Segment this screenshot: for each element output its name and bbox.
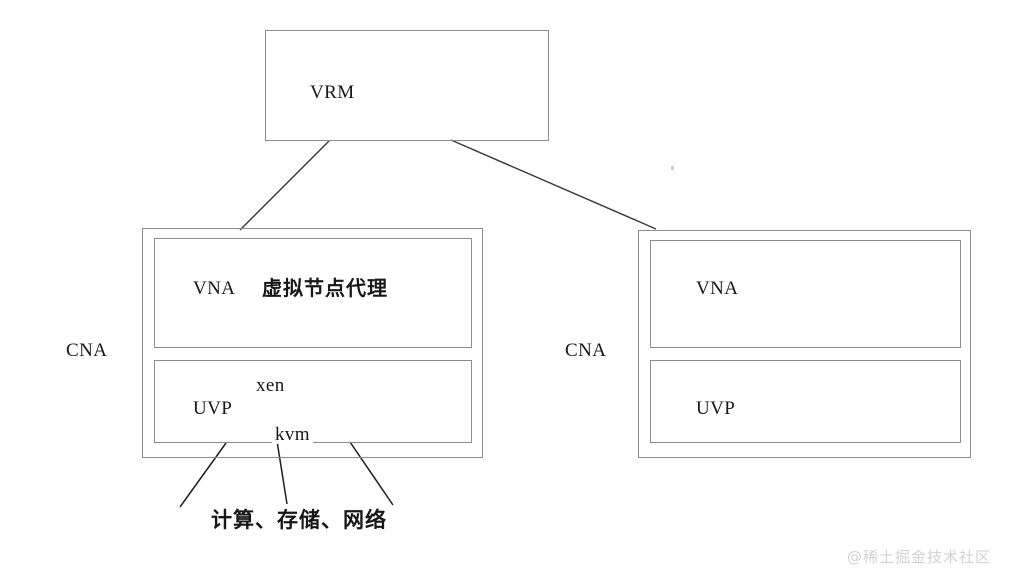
cluster-left-uvp-label: UVP: [193, 398, 233, 419]
cluster-right-cna-label: CNA: [565, 340, 607, 361]
connector-vrm-to-left-cna: [239, 140, 330, 231]
cluster-right-cna-outer[interactable]: [638, 230, 971, 458]
cluster-right-vna-box[interactable]: [650, 240, 961, 348]
cluster-left-kvm-label: kvm: [272, 425, 313, 444]
cluster-left-xen-label: xen: [256, 375, 285, 396]
cluster-left-vna-label: VNA: [193, 278, 236, 299]
cluster-left-cna-label: CNA: [66, 340, 108, 361]
watermark: @稀土掘金技术社区: [847, 548, 992, 566]
cluster-right-uvp-label: UVP: [696, 398, 736, 419]
cluster-left-vna-box[interactable]: [154, 238, 472, 348]
cluster-right-vna-label: VNA: [696, 278, 739, 299]
vrm-node-label: VRM: [310, 82, 355, 103]
cluster-left-cna-outer[interactable]: [142, 228, 483, 458]
connector-vrm-to-right-cna: [450, 139, 657, 230]
cluster-left-uvp-box[interactable]: [154, 360, 472, 443]
cluster-right-uvp-box[interactable]: [650, 360, 961, 443]
cluster-left-vna-chinese-label: 虚拟节点代理: [262, 276, 388, 300]
image-artifact-speck: [671, 166, 674, 170]
resources-label: 计算、存储、网络: [211, 508, 387, 532]
vrm-node[interactable]: [265, 30, 549, 141]
